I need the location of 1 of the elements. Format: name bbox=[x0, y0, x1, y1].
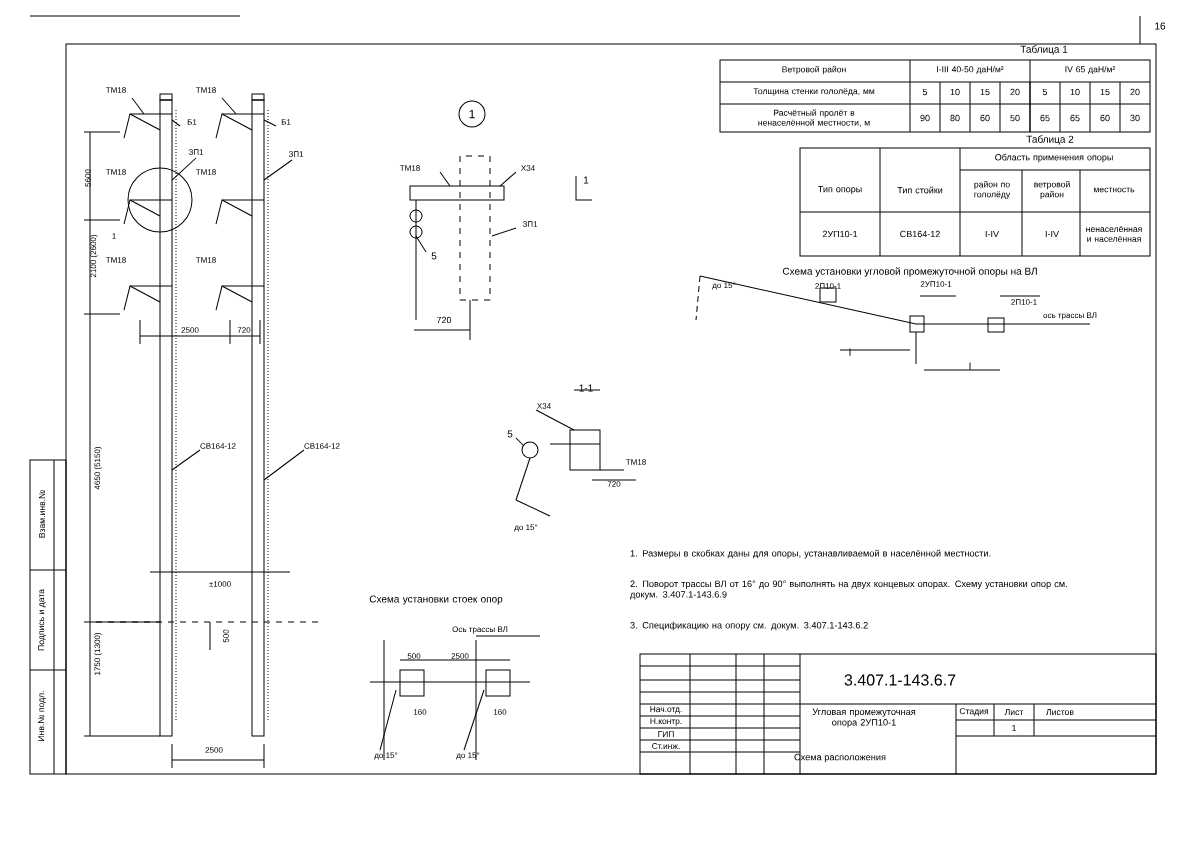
drawing-code: 3.407.1-143.6.7 bbox=[844, 674, 956, 686]
